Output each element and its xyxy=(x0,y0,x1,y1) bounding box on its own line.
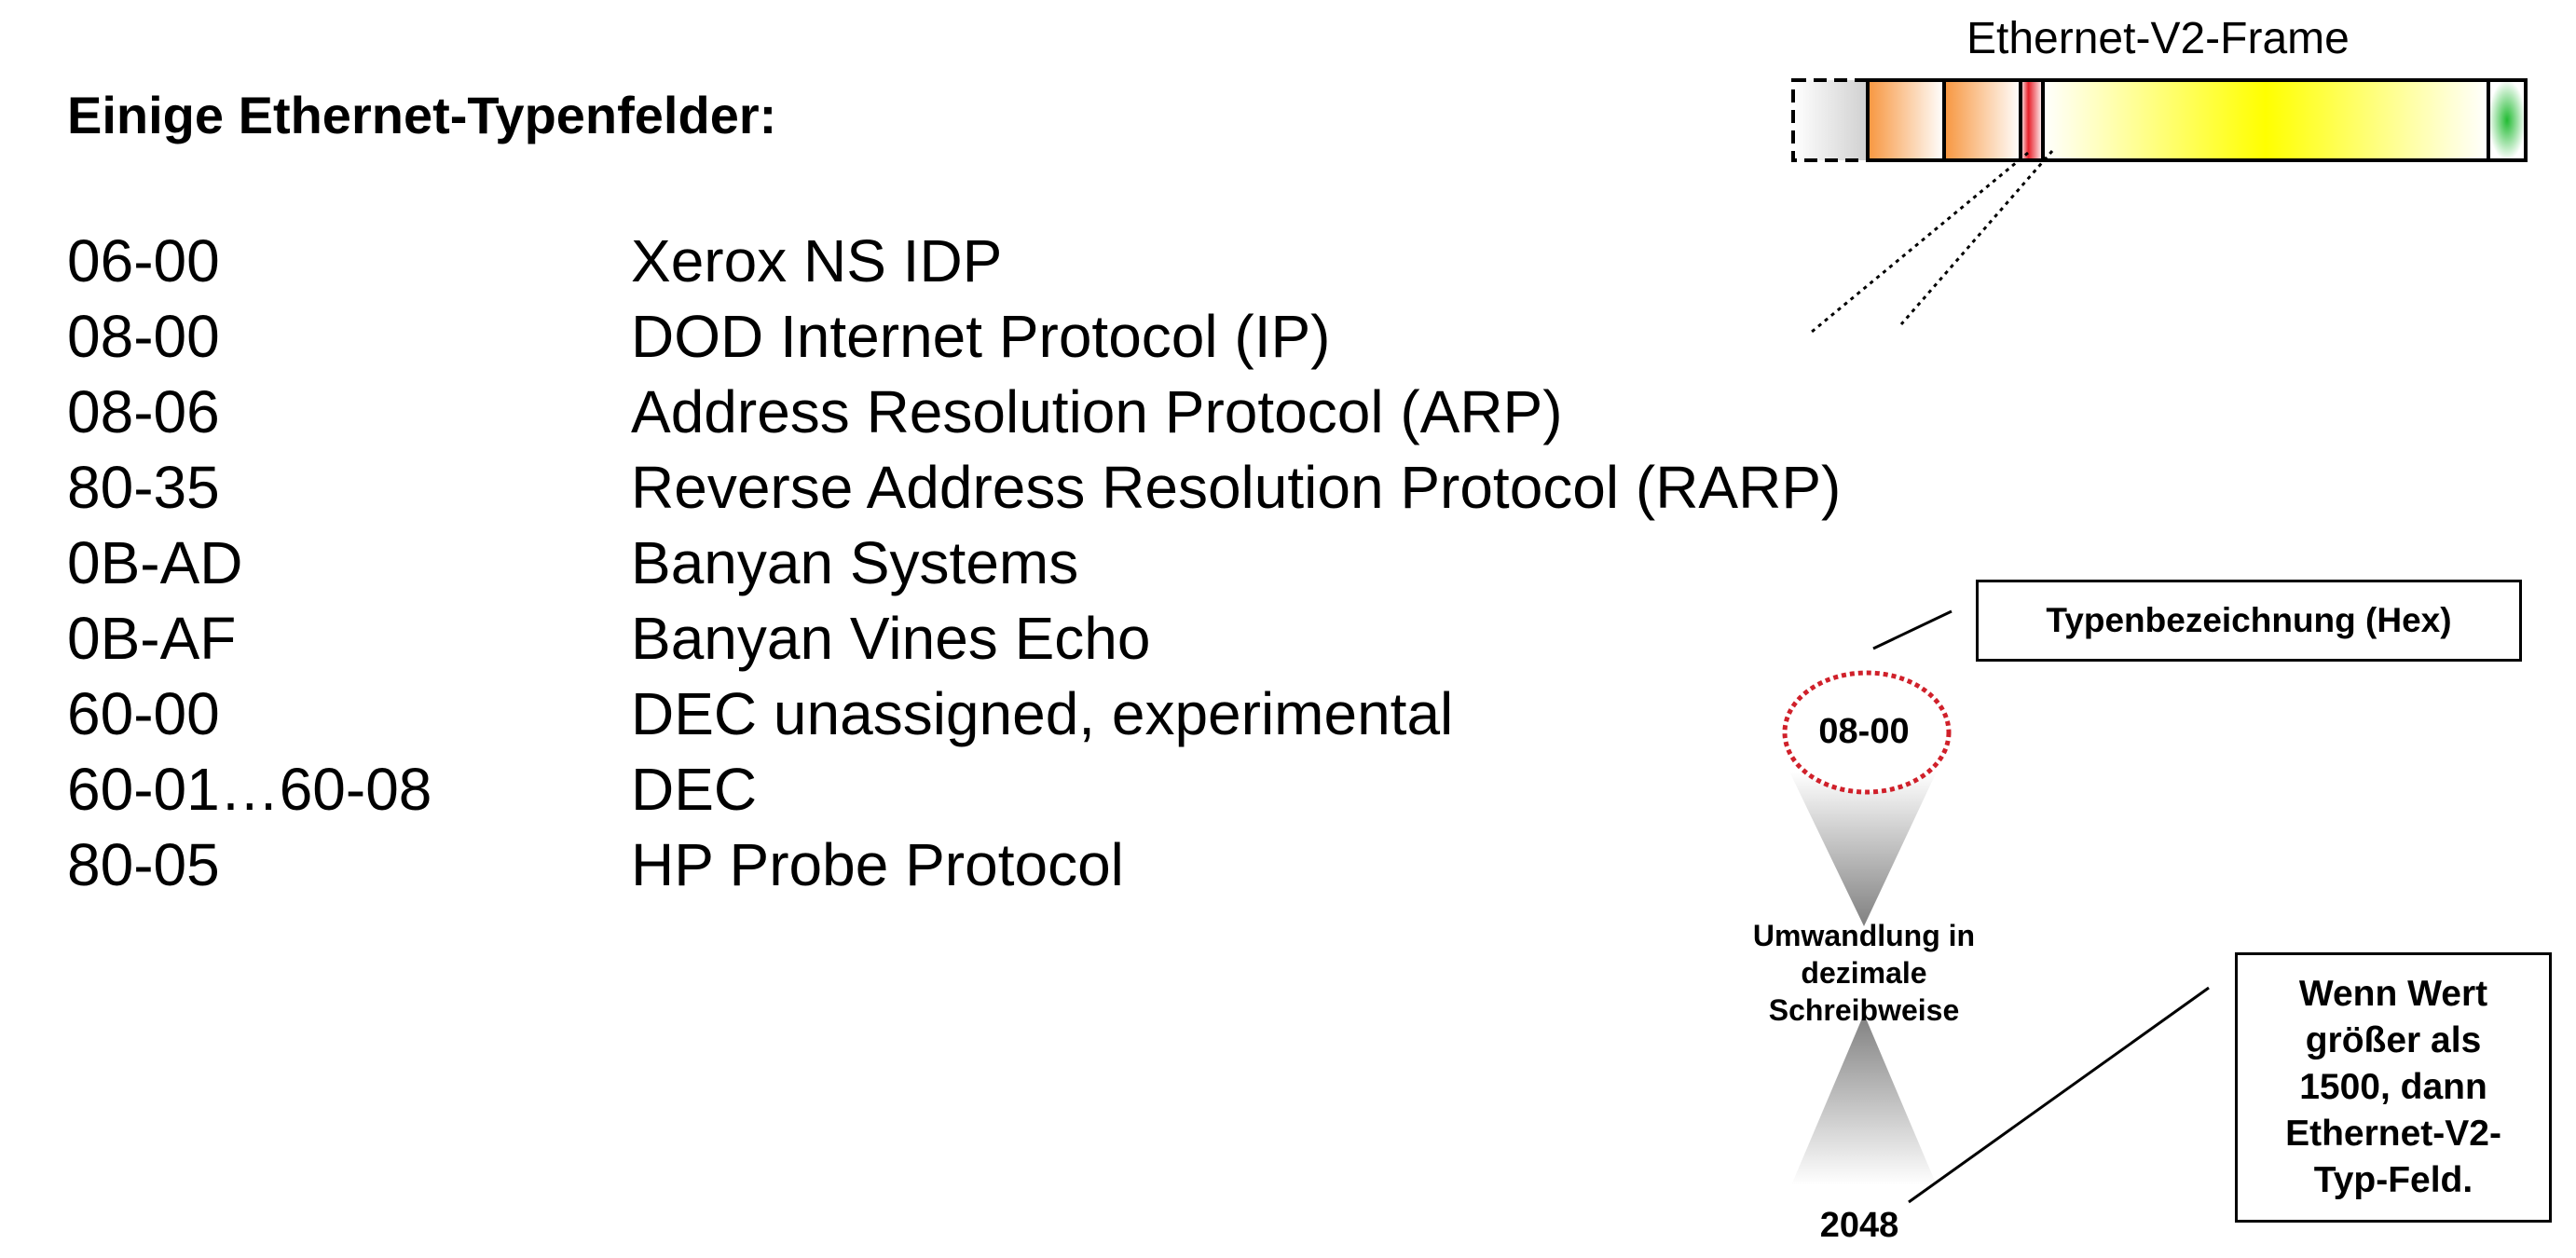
type-code: 06-00 xyxy=(67,227,220,294)
hex-label-box: Typenbezeichnung (Hex) xyxy=(1976,580,2522,662)
type-code: 80-05 xyxy=(67,831,220,898)
frame-checksum xyxy=(2487,78,2528,162)
type-row: 60-01…60-08 DEC xyxy=(67,759,1841,835)
frame-source-address xyxy=(1942,78,2022,162)
type-description: HP Probe Protocol xyxy=(631,831,1124,898)
type-code: 0B-AD xyxy=(67,529,243,596)
note-connector xyxy=(1908,986,2210,1204)
type-code: 0B-AF xyxy=(67,605,237,672)
type-description: Banyan Vines Echo xyxy=(631,605,1151,672)
type-description: Address Resolution Protocol (ARP) xyxy=(631,378,1563,445)
type-description: Xerox NS IDP xyxy=(631,227,1003,294)
hex-value: 08-00 xyxy=(1818,712,1910,751)
type-description: DOD Internet Protocol (IP) xyxy=(631,303,1331,370)
type-description: Banyan Systems xyxy=(631,529,1079,596)
frame-data-field xyxy=(2041,78,2490,162)
hex-label-connector xyxy=(1872,609,1953,650)
frame-type-field xyxy=(2019,78,2045,162)
conversion-cone-top xyxy=(1789,772,1937,926)
frame-title: Ethernet-V2-Frame xyxy=(1966,14,2350,63)
hex-value-ellipse xyxy=(1782,670,1952,795)
page-title: Einige Ethernet-Typenfelder: xyxy=(67,86,777,144)
decimal-value: 2048 xyxy=(1819,1206,1899,1245)
type-code: 08-00 xyxy=(67,303,220,370)
frame-preamble xyxy=(1791,78,1870,162)
type-code: 80-35 xyxy=(67,454,220,521)
type-description: DEC unassigned, experimental xyxy=(631,680,1454,747)
type-code: 60-01…60-08 xyxy=(67,756,432,823)
type-description: Reverse Address Resolution Protocol (RAR… xyxy=(631,454,1842,521)
type-row: 0B-AF Banyan Vines Echo xyxy=(67,608,1841,684)
note-box: Wenn Wert größer als 1500, dann Ethernet… xyxy=(2235,952,2552,1223)
conversion-cone-bottom xyxy=(1791,1014,1937,1185)
frame-destination-address xyxy=(1866,78,1946,162)
type-code: 08-06 xyxy=(67,378,220,445)
conversion-label: Umwandlung in dezimale Schreibweise xyxy=(1752,919,1976,1027)
type-code: 60-00 xyxy=(67,680,220,747)
type-description: DEC xyxy=(631,756,758,823)
